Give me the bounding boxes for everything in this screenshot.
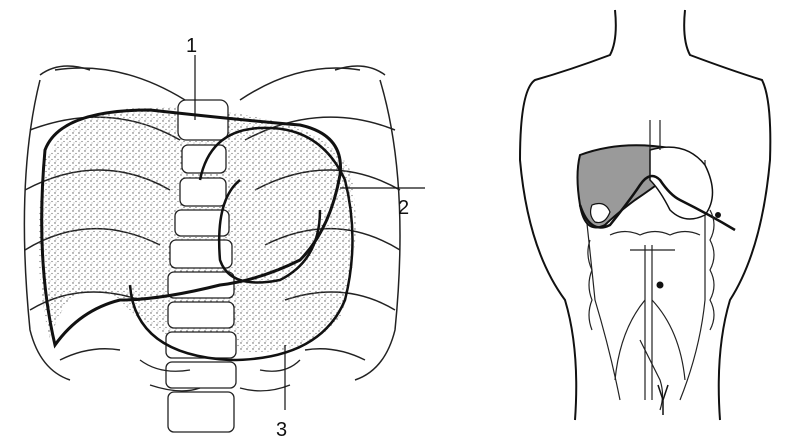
thorax-liver-illustration: 1 2 3 [0,0,440,440]
callout-2: 2 [398,197,409,219]
colon [588,210,714,410]
torso-organ-illustration [500,0,791,440]
vessels [615,245,685,400]
callout-3: 3 [276,419,287,440]
marker-dot-2 [657,282,664,289]
marker-dot-1 [715,212,721,218]
bottom-fork [658,385,668,415]
stomach [650,147,713,219]
thorax-liver-diagram: 1 2 3 [0,0,440,440]
torso-organ-diagram [500,0,791,440]
callout-1: 1 [186,35,197,57]
